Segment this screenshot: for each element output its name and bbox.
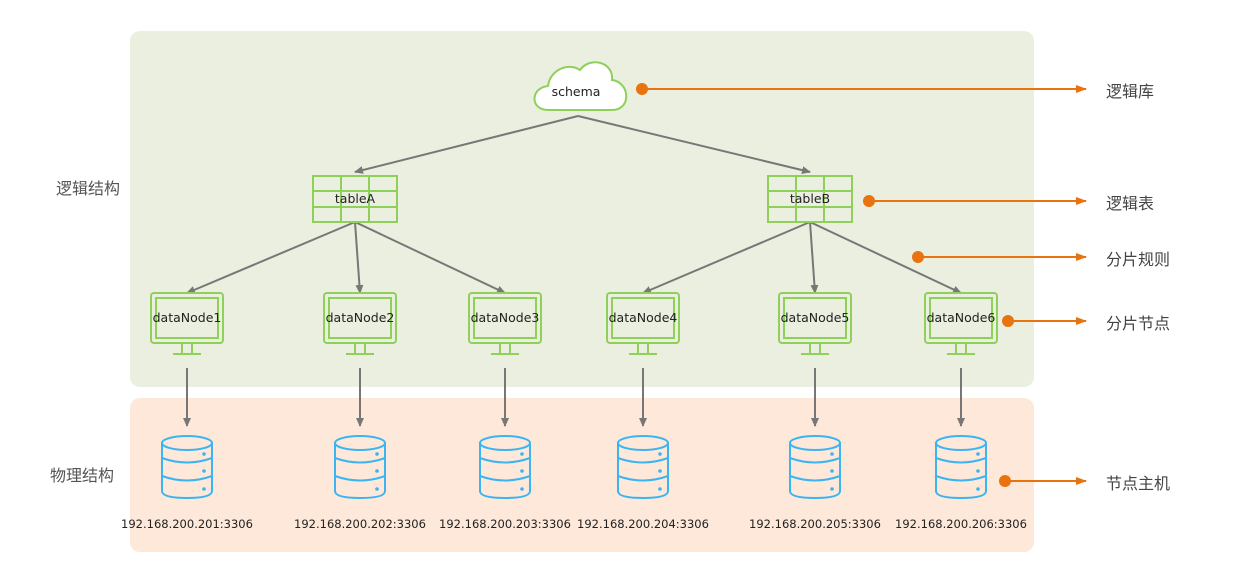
data-node-label: dataNode2: [325, 310, 395, 325]
monitor-icon: [778, 292, 852, 355]
table-to-node-arrow: [809, 221, 962, 294]
monitor-icon: [323, 292, 397, 355]
host-address: 192.168.200.204:3306: [577, 517, 709, 531]
table-icon: [767, 175, 853, 223]
database-icon: [935, 435, 987, 500]
legend-label: 分片节点: [1106, 314, 1171, 333]
physical-structure-label: 物理结构: [50, 466, 115, 485]
legend-connector: [636, 83, 1087, 95]
database-icon: [334, 435, 386, 500]
host-address: 192.168.200.202:3306: [294, 517, 426, 531]
legend-label: 节点主机: [1106, 474, 1171, 493]
table-to-node-arrow: [354, 221, 364, 294]
physical-structure-panel: [130, 398, 1034, 552]
database-icon: [789, 435, 841, 500]
host-address: 192.168.200.206:3306: [895, 517, 1027, 531]
legend-label: 分片规则: [1106, 250, 1171, 269]
legend-connector: [912, 251, 1087, 263]
schema-to-table-arrow: [354, 115, 579, 174]
table-label: tableA: [334, 191, 376, 206]
database-icon: [161, 435, 213, 500]
host-address: 192.168.200.201:3306: [121, 517, 253, 531]
data-node-label: dataNode1: [152, 310, 222, 325]
table-icon: [312, 175, 398, 223]
legend-connector: [999, 475, 1087, 487]
legend-label: 逻辑库: [1106, 82, 1155, 101]
monitor-icon: [924, 292, 998, 355]
schema-label: schema: [551, 84, 601, 99]
monitor-icon: [150, 292, 224, 355]
logical-structure-label: 逻辑结构: [56, 179, 121, 198]
data-node-label: dataNode5: [780, 310, 850, 325]
cloud-icon: [533, 61, 628, 111]
table-to-node-arrow: [642, 221, 811, 294]
table-to-node-arrow: [809, 221, 819, 294]
table-to-node-arrow: [354, 221, 506, 294]
data-node-label: dataNode4: [608, 310, 678, 325]
legend-connector: [1002, 315, 1087, 327]
schema-to-table-arrow: [577, 115, 811, 175]
monitor-icon: [606, 292, 680, 355]
legend-label: 逻辑表: [1106, 194, 1155, 213]
monitor-icon: [468, 292, 542, 355]
database-icon: [479, 435, 531, 500]
data-node-label: dataNode6: [926, 310, 996, 325]
host-address: 192.168.200.205:3306: [749, 517, 881, 531]
host-address: 192.168.200.203:3306: [439, 517, 571, 531]
table-label: tableB: [789, 191, 831, 206]
data-node-label: dataNode3: [470, 310, 540, 325]
database-icon: [617, 435, 669, 500]
legend-connector: [863, 195, 1087, 207]
table-to-node-arrow: [186, 221, 356, 294]
